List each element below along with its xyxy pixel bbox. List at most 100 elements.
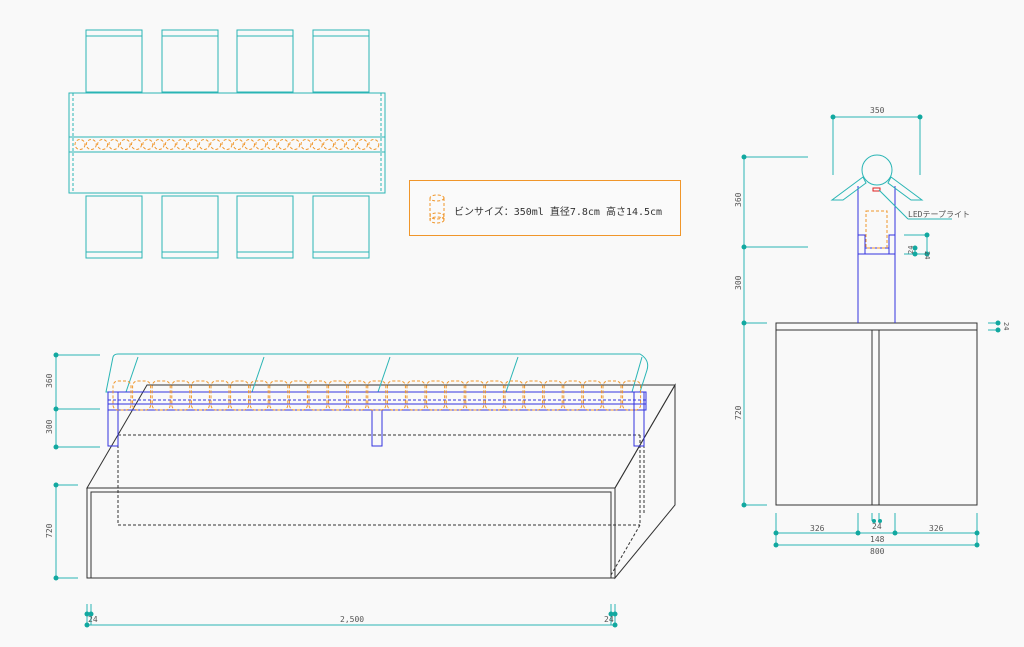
front-dimensions: 360 300 720 24 2,500 24: [45, 352, 618, 628]
side-dim-left: 326: [810, 524, 825, 533]
front-dim-left-leg: 24: [88, 615, 98, 624]
chair: [85, 195, 143, 259]
bottle: [445, 380, 465, 411]
front-dim-right-leg: 24: [604, 615, 614, 624]
front-dim-table: 720: [45, 523, 54, 538]
bottle: [582, 380, 602, 411]
bottle: [269, 380, 289, 411]
side-dim-top-thickness: 24: [1002, 322, 1010, 330]
bottle-top: [266, 139, 278, 150]
bottle-top: [142, 139, 154, 150]
bottle: [230, 380, 250, 411]
bottle: [563, 380, 583, 411]
side-dim-total: 800: [870, 547, 885, 556]
bottle: [426, 380, 446, 411]
front-dim-upper: 360: [45, 373, 54, 388]
bin-size-text: ビンサイズ：350ml 直径7.8cm 高さ14.5cm: [454, 207, 663, 218]
bottle: [190, 380, 210, 411]
bottle-top: [119, 139, 131, 150]
side-dim-right: 326: [929, 524, 944, 533]
bottle: [308, 380, 328, 411]
bottle: [484, 380, 504, 411]
bottle: [543, 380, 563, 411]
bottle-top: [255, 139, 267, 150]
bottle: [386, 380, 406, 411]
bottle-top: [323, 139, 335, 150]
bottle-top: [85, 139, 97, 150]
chair: [161, 29, 219, 93]
bottle-top: [334, 139, 346, 150]
bottle: [328, 380, 348, 411]
chair-seat: [312, 29, 370, 93]
chair: [85, 29, 143, 93]
bottle-top: [244, 139, 255, 150]
bottle: [465, 380, 485, 411]
side-dim-width-top: 350: [870, 106, 885, 115]
shelf-strip: [68, 136, 386, 153]
chair: [161, 195, 219, 259]
bottle-top: [277, 139, 289, 150]
bottle-top: [221, 139, 233, 150]
bottle: [288, 380, 308, 411]
bottle-top: [300, 139, 312, 150]
bottle: [622, 380, 642, 411]
bottle-top: [176, 139, 188, 150]
bottle-top: [232, 139, 244, 150]
side-dim-lower: 300: [734, 275, 743, 290]
bottle: [112, 380, 132, 411]
bottle-top: [74, 139, 86, 150]
front-perspective-view: 360 300 720 24 2,500 24: [45, 352, 676, 628]
side-dim-center: 24: [872, 522, 882, 531]
chair-seat: [236, 195, 294, 259]
chair: [236, 195, 294, 259]
bottle-top: [164, 139, 176, 150]
table-body: [86, 383, 676, 580]
bottle: [406, 380, 426, 411]
bottle: [524, 380, 544, 411]
side-dim-table: 720: [734, 405, 743, 420]
bottle-top: [368, 139, 380, 150]
front-dim-total: 2,500: [340, 615, 364, 624]
chair-seat: [236, 29, 294, 93]
bottle-top: [153, 139, 165, 150]
bottle-top: [345, 139, 357, 150]
bottle: [151, 380, 171, 411]
bottle-row: [112, 380, 642, 411]
chair-seat: [85, 29, 143, 93]
bottle: [504, 380, 524, 411]
bottle-top: [210, 139, 222, 150]
bottle: [132, 380, 152, 411]
bottle-top: [187, 139, 199, 150]
bottle: [347, 380, 367, 411]
side-dimensions: 350 360 300 720 24 24 24: [734, 106, 1010, 556]
bottle-top: [289, 139, 301, 150]
bottle: [602, 380, 622, 411]
side-dim-shelf-b: 24: [923, 251, 931, 259]
side-dim-upper: 360: [734, 192, 743, 207]
front-dim-lower: 300: [45, 419, 54, 434]
bottle-icon: [429, 194, 445, 224]
table-top: [68, 92, 386, 194]
chair: [312, 195, 370, 259]
chair: [312, 29, 370, 93]
bottle-top: [311, 139, 323, 150]
bottle-top: [357, 139, 368, 150]
bottle: [249, 380, 269, 411]
chair-seat: [312, 195, 370, 259]
bottle: [367, 380, 387, 411]
bottle: [171, 380, 191, 411]
top-view-plan: [68, 29, 386, 259]
side-dim-shelf-a: 24: [907, 246, 915, 254]
bottle: [210, 380, 230, 411]
side-view: LEDテープライト 350 360 300 720 24 24: [734, 106, 1010, 556]
chair-seat: [85, 195, 143, 259]
side-dim-mid: 148: [870, 535, 885, 544]
bottle-top: [198, 139, 210, 150]
bin-size-legend: ビンサイズ：350ml 直径7.8cm 高さ14.5cm: [409, 180, 681, 236]
bottle-top: [108, 139, 120, 150]
chair: [236, 29, 294, 93]
chair-seat: [161, 195, 219, 259]
chair-seat: [161, 29, 219, 93]
